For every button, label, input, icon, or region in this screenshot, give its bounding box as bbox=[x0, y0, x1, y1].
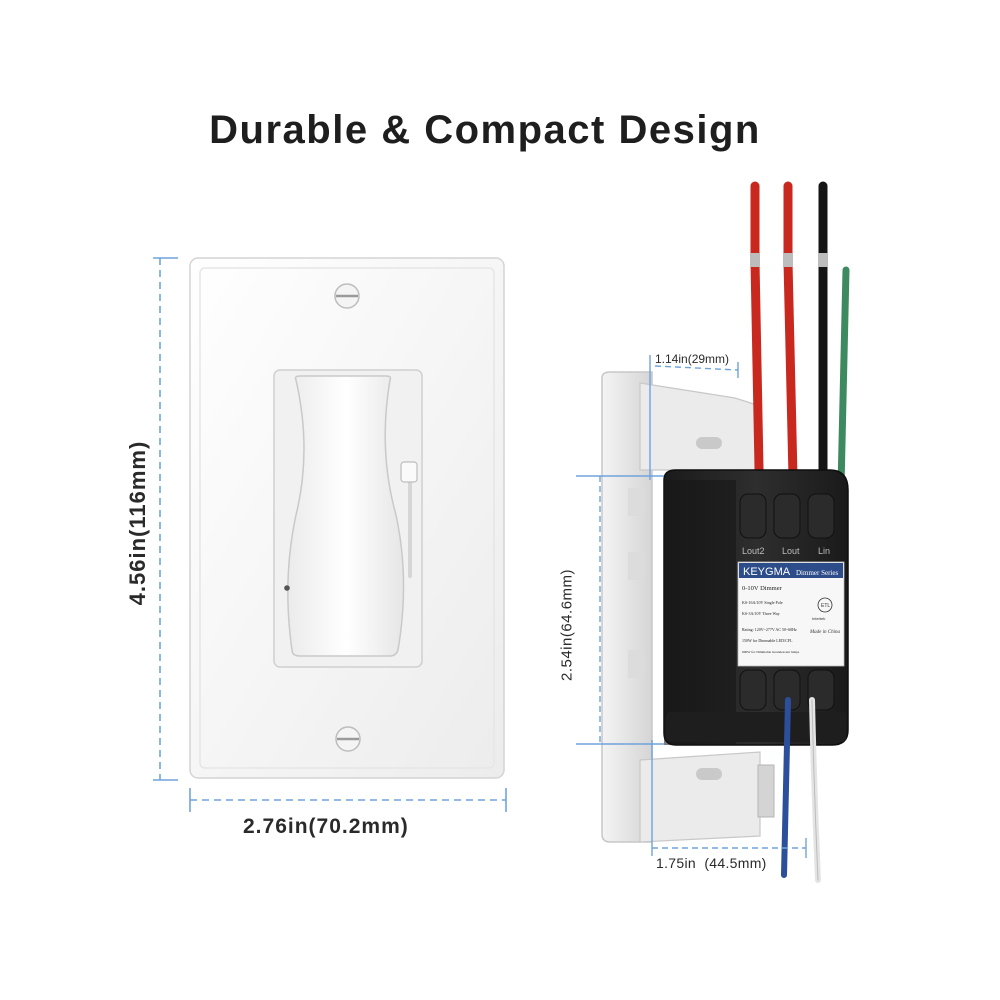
bottom-wires bbox=[781, 697, 821, 883]
module-depth-dimension-line bbox=[649, 355, 739, 480]
certification-mark-icon: ETL bbox=[817, 597, 833, 613]
label-line-5: 150W for Dimmable LED/CFL bbox=[742, 638, 793, 643]
terminal-label-lout: Lout bbox=[782, 546, 800, 556]
label-line-3: KS-3A/10V Three Way bbox=[742, 611, 780, 616]
module-height-label: 2.54in(64.6mm) bbox=[558, 568, 576, 682]
side-wall-plate bbox=[601, 371, 775, 843]
bottom-screw-icon bbox=[335, 726, 361, 752]
page-title: Durable & Compact Design bbox=[209, 108, 761, 152]
terminal-label-lin: Lin bbox=[818, 546, 830, 556]
module-height-dimension-line bbox=[576, 475, 664, 745]
label-cert: Intertek bbox=[812, 616, 825, 621]
plate-width-label: 2.76in(70.2mm) bbox=[243, 815, 409, 838]
indicator-led-icon bbox=[284, 585, 290, 591]
height-dimension-line bbox=[153, 257, 178, 781]
terminal-label-lout2: Lout2 bbox=[742, 546, 765, 556]
top-screw-icon bbox=[334, 283, 360, 309]
product-label: KEYGMA Dimmer Series 0-10V Dimmer KS-16A… bbox=[737, 561, 845, 667]
total-depth-label: 1.75in (44.5mm) bbox=[656, 855, 767, 871]
width-dimension-line bbox=[189, 788, 507, 812]
front-wall-plate bbox=[189, 257, 505, 779]
label-series: Dimmer Series bbox=[796, 569, 838, 577]
label-line-1: 0-10V Dimmer bbox=[742, 585, 783, 592]
dimmer-slider-knob bbox=[400, 461, 418, 483]
module-depth-label: 1.14in(29mm) bbox=[655, 352, 730, 366]
label-made-in: Made in China bbox=[809, 630, 840, 635]
label-line-6: 600W for Dimmable incandescent lamps bbox=[742, 650, 800, 654]
plate-height-label: 4.56in(116mm) bbox=[125, 440, 150, 606]
total-depth-dimension-line bbox=[651, 740, 807, 858]
rocker-paddle bbox=[287, 375, 405, 657]
svg-text:ETL: ETL bbox=[821, 603, 830, 609]
label-brand: KEYGMA bbox=[743, 566, 791, 578]
label-line-2: KS-16A/10V Single Pole bbox=[742, 600, 783, 605]
label-line-4: Rating: 120V~277V AC 50~60Hz bbox=[742, 627, 797, 632]
dimmer-module: Lout2 Lout Lin KEYGMA Dimmer Series 0-10… bbox=[663, 469, 849, 746]
dimmer-slider-track bbox=[408, 470, 412, 578]
